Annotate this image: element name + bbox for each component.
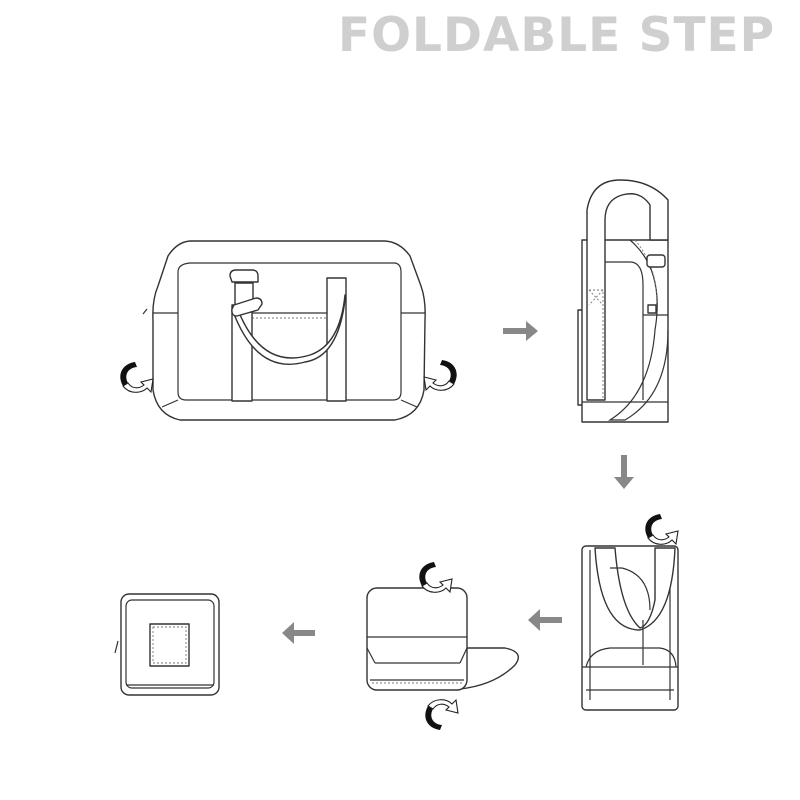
page-title: FOLDABLE STEP <box>338 8 776 63</box>
arrow-left-icon <box>282 622 315 644</box>
step-4-rolled-bag <box>366 561 519 731</box>
arrow-right-icon <box>503 321 538 341</box>
step-arrows <box>282 321 634 644</box>
arrow-down-icon <box>614 455 634 489</box>
fold-arrow-left-icon <box>119 361 154 393</box>
fold-arrow-bottom-icon <box>424 699 459 731</box>
step-2-side-folded-bag <box>577 179 669 423</box>
fold-arrow-top-icon <box>644 513 679 545</box>
step-1-duffel-bag <box>119 240 458 421</box>
step-5-packed-pouch <box>114 593 220 696</box>
fold-arrow-right-icon <box>423 359 458 391</box>
arrow-left-icon <box>528 609 562 631</box>
step-3-strap-tucked-bag <box>581 513 679 711</box>
fold-arrow-top-icon <box>418 561 453 593</box>
